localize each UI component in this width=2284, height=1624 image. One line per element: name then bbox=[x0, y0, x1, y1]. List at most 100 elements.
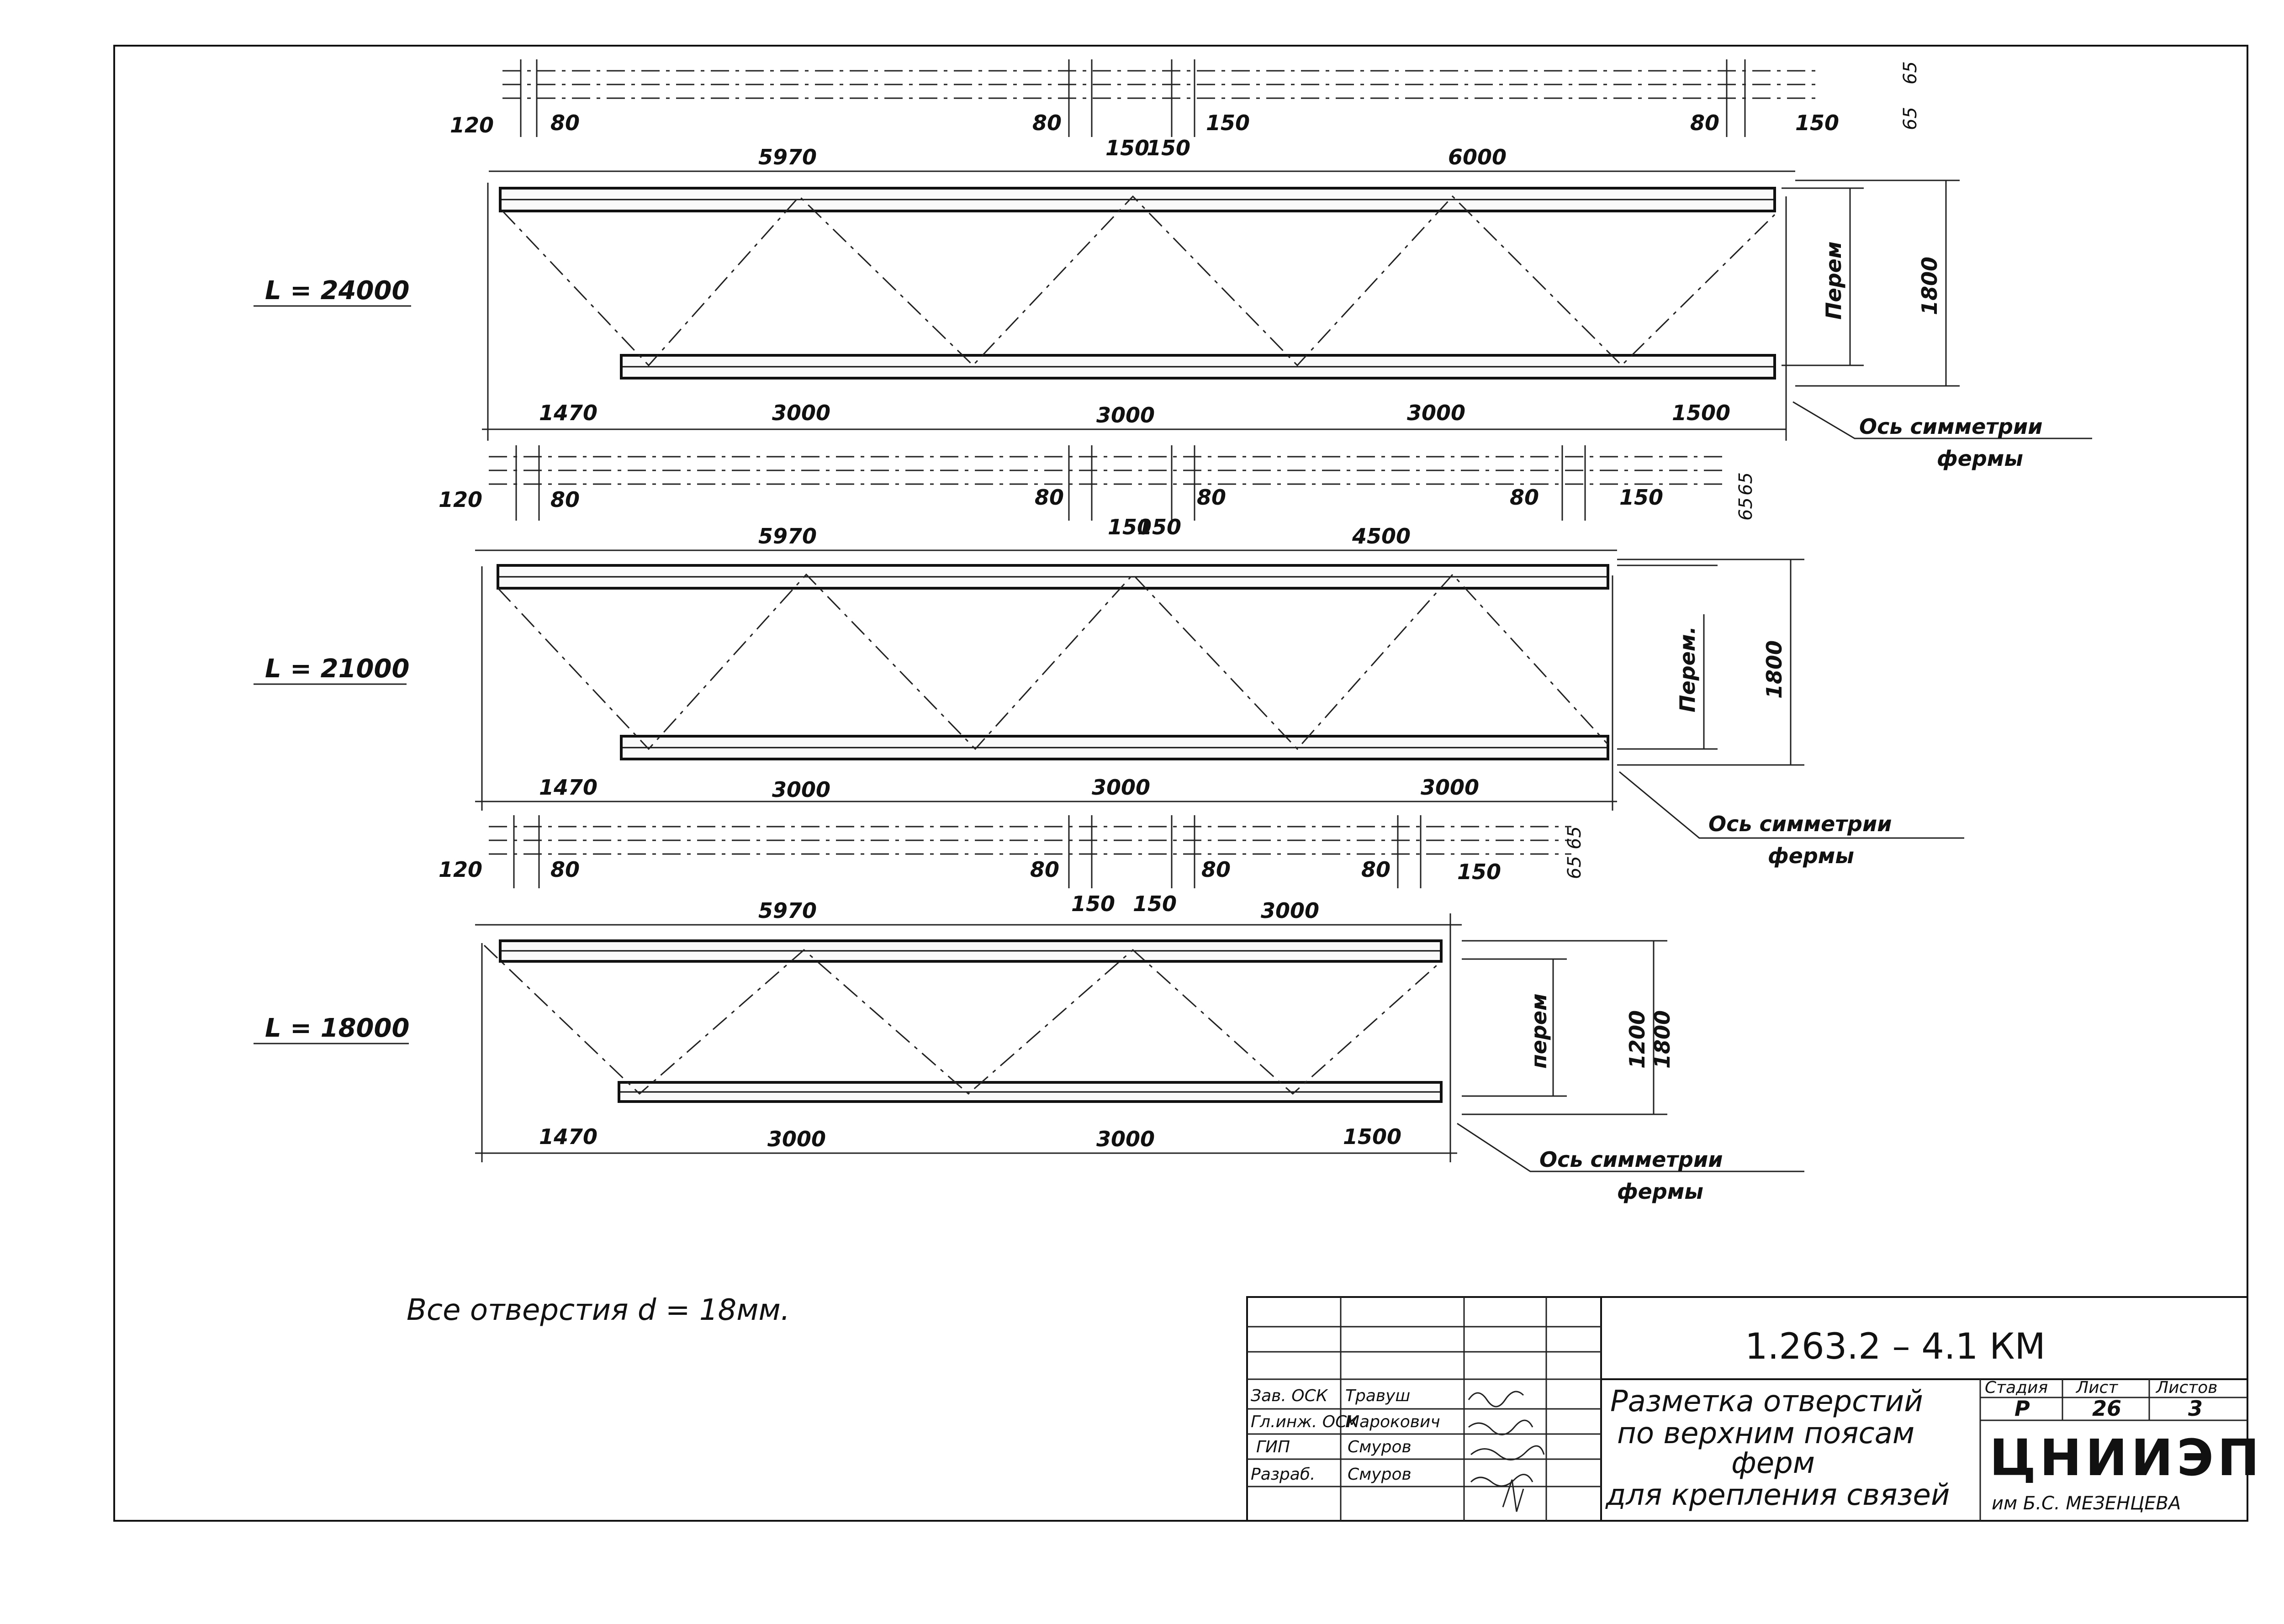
hole-dim: 150 bbox=[1137, 515, 1181, 539]
role: Гл.инж. ОСК bbox=[1251, 1413, 1359, 1431]
gauge-dim: 65 bbox=[1900, 107, 1921, 130]
top-dim: 4500 bbox=[1352, 524, 1411, 548]
height-dim: 1800 bbox=[1762, 640, 1787, 699]
span-label: L = 24000 bbox=[265, 276, 409, 306]
span-label: L = 18000 bbox=[265, 1013, 409, 1043]
bottom-dim: 3000 bbox=[1096, 1127, 1155, 1151]
hole-dim: 80 bbox=[550, 111, 580, 135]
hole-dim: 80 bbox=[1510, 485, 1539, 510]
hole-lines bbox=[489, 445, 1727, 521]
signatures bbox=[1468, 1391, 1545, 1512]
role: ГИП bbox=[1256, 1438, 1290, 1456]
hole-dim: 120 bbox=[439, 857, 482, 882]
height-dim: Перем. bbox=[1675, 626, 1700, 712]
bottom-dim: 1500 bbox=[1672, 401, 1730, 425]
web-diagonals bbox=[497, 573, 1609, 750]
hole-dim: 150 bbox=[1619, 485, 1663, 510]
bottom-dim: 3000 bbox=[1092, 775, 1150, 800]
gauge-dim: 65 bbox=[1564, 856, 1585, 879]
hole-dim: 120 bbox=[439, 487, 482, 512]
name: Смуров bbox=[1348, 1438, 1412, 1456]
note: Все отверстия d = 18мм. bbox=[407, 1293, 790, 1327]
hole-dim: 80 bbox=[550, 487, 580, 512]
truss-24000: 120 80 80 150 150 150 80 150 65 65 5970 … bbox=[254, 59, 2092, 471]
top-dim: 5970 bbox=[758, 145, 817, 169]
title-line: по верхним поясам bbox=[1617, 1417, 1914, 1450]
title-line: для крепления связей bbox=[1605, 1478, 1950, 1512]
symmetry-label: Ось симметрии bbox=[1859, 414, 2042, 439]
org-name: ЦНИИЭП bbox=[1989, 1429, 2263, 1487]
sheet-frame bbox=[113, 45, 2248, 1522]
bottom-dim: 1470 bbox=[539, 1124, 597, 1149]
truss-18000: 120 80 80 80 150 150 80 150 65 65 5970 3… bbox=[254, 815, 1804, 1204]
hole-dim: 80 bbox=[1361, 857, 1390, 882]
hole-dim: 150 bbox=[1206, 111, 1250, 135]
hole-dim: 150 bbox=[1071, 891, 1115, 916]
hole-lines bbox=[502, 59, 1818, 137]
gauge-dim: 65 bbox=[1735, 472, 1756, 496]
height-dim: 1200 bbox=[1625, 1010, 1650, 1069]
bottom-dim: 3000 bbox=[1096, 403, 1155, 427]
top-dim: 5970 bbox=[758, 524, 817, 548]
bottom-dim: 1470 bbox=[539, 775, 597, 800]
bottom-dim: 3000 bbox=[767, 1127, 826, 1151]
role: Зав. ОСК bbox=[1251, 1387, 1328, 1405]
hole-dim: 150 bbox=[1133, 891, 1177, 916]
web-diagonals bbox=[483, 944, 1442, 1095]
name: Марокович bbox=[1345, 1413, 1440, 1431]
height-dim: Перем bbox=[1821, 242, 1846, 320]
stage-value: 3 bbox=[2188, 1396, 2203, 1421]
bottom-dim: 3000 bbox=[1421, 775, 1479, 800]
bottom-dim: 1470 bbox=[539, 401, 597, 425]
stage-value: 26 bbox=[2092, 1396, 2121, 1421]
stage-header: Листов bbox=[2155, 1378, 2217, 1397]
hole-dim: 120 bbox=[450, 113, 494, 137]
truss-21000: 120 80 80 80 150 150 80 150 65 65 5970 4… bbox=[254, 445, 1964, 868]
name: Травуш bbox=[1345, 1387, 1410, 1405]
height-dim: 1800 bbox=[1650, 1010, 1675, 1069]
top-dim: 6000 bbox=[1448, 145, 1507, 169]
stage-header: Стадия bbox=[1985, 1378, 2048, 1397]
height-dim: перем bbox=[1527, 993, 1551, 1069]
top-dim: 3000 bbox=[1261, 898, 1319, 923]
hole-dim: 150 bbox=[1147, 136, 1190, 160]
top-dim: 5970 bbox=[758, 898, 817, 923]
drawing-code: 1.263.2 – 4.1 КМ bbox=[1745, 1326, 2046, 1367]
hole-dim: 80 bbox=[1035, 485, 1064, 510]
gauge-dim: 65 bbox=[1900, 61, 1921, 84]
bottom-dim: 1500 bbox=[1343, 1124, 1401, 1149]
gauge-dim: 65 bbox=[1564, 826, 1585, 849]
symmetry-label: фермы bbox=[1768, 844, 1854, 868]
hole-dim: 80 bbox=[1201, 857, 1231, 882]
hole-dim: 80 bbox=[1030, 857, 1059, 882]
span-label: L = 21000 bbox=[265, 654, 409, 684]
hole-dim: 80 bbox=[1032, 111, 1062, 135]
bottom-dim: 3000 bbox=[1407, 401, 1465, 425]
hole-dim: 150 bbox=[1108, 515, 1152, 539]
hole-dim: 150 bbox=[1457, 859, 1501, 884]
hole-dim: 150 bbox=[1795, 111, 1839, 135]
bottom-dim: 3000 bbox=[772, 401, 830, 425]
height-dim: 1800 bbox=[1917, 257, 1942, 315]
symmetry-label: Ось симметрии bbox=[1708, 812, 1892, 836]
title-line: ферм bbox=[1731, 1446, 1815, 1480]
stage-header: Лист bbox=[2075, 1378, 2118, 1397]
role: Разраб. bbox=[1251, 1465, 1315, 1484]
web-diagonals bbox=[502, 195, 1776, 367]
hole-dim: 150 bbox=[1105, 136, 1149, 160]
symmetry-label: фермы bbox=[1617, 1179, 1703, 1204]
gauge-dim: 65 bbox=[1735, 497, 1756, 521]
hole-dim: 80 bbox=[1197, 485, 1226, 510]
hole-dim: 80 bbox=[550, 857, 580, 882]
stage-value: Р bbox=[2014, 1396, 2030, 1421]
hole-dim: 80 bbox=[1690, 111, 1719, 135]
bottom-dim: 3000 bbox=[772, 777, 830, 802]
org-subtitle: им Б.С. МЕЗЕНЦЕВА bbox=[1992, 1493, 2181, 1514]
symmetry-label: фермы bbox=[1937, 446, 2023, 471]
title-block: 1.263.2 – 4.1 КМ Зав. ОСК Гл.инж. ОСК ГИ… bbox=[1246, 1296, 2263, 1522]
name: Смуров bbox=[1348, 1465, 1412, 1484]
symmetry-label: Ось симметрии bbox=[1539, 1147, 1723, 1172]
title-line: Разметка отверстий bbox=[1610, 1385, 1923, 1418]
hole-lines bbox=[489, 815, 1571, 888]
